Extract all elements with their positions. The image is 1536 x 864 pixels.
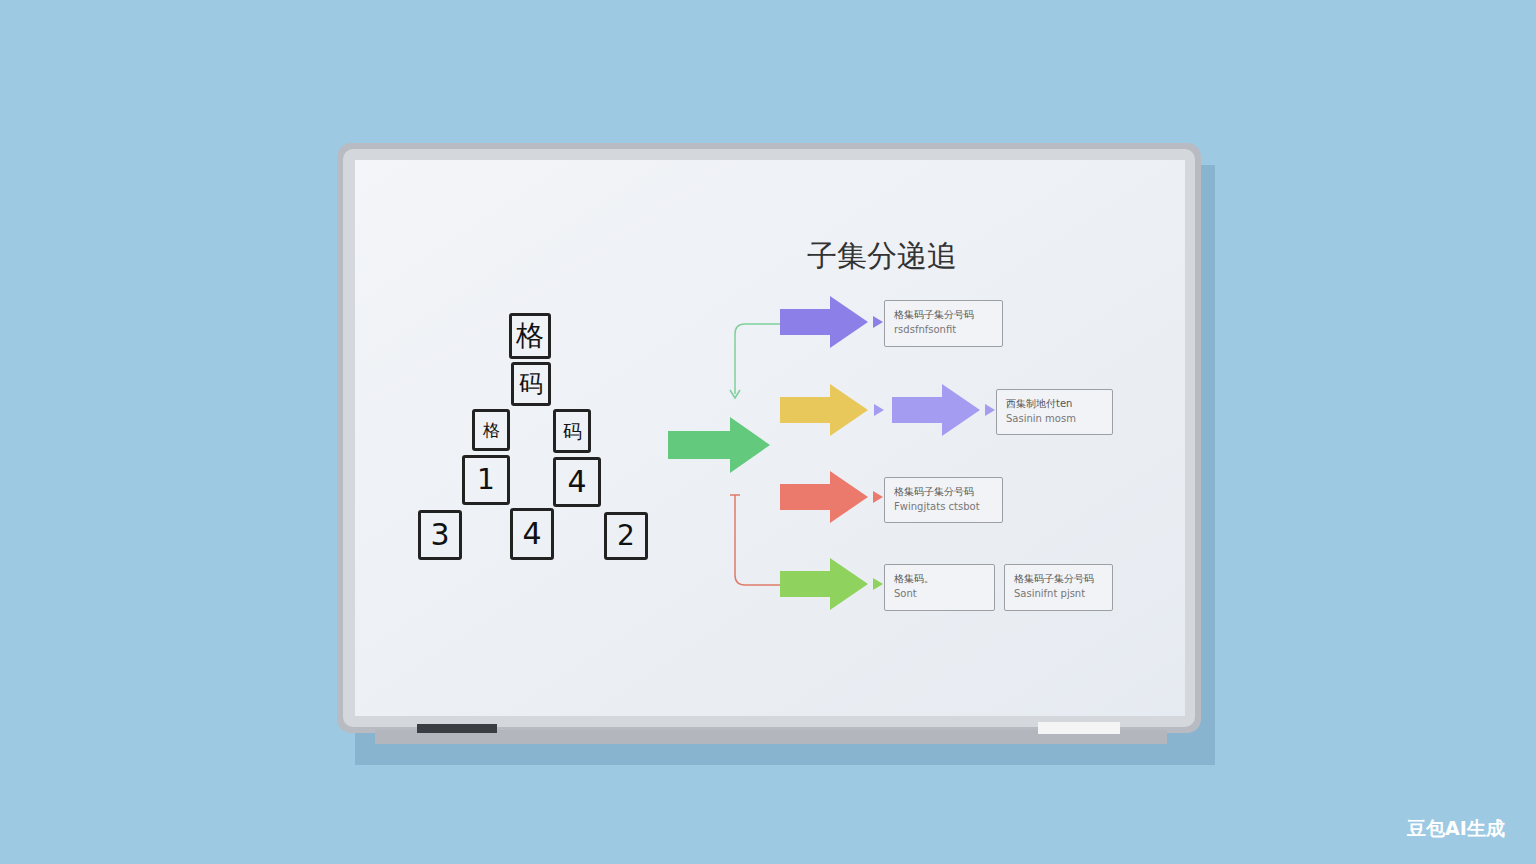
box-text: 4: [567, 467, 586, 497]
info-box: 格集码子集分号码rsdsfnfsonfit: [884, 300, 1003, 347]
leader-head: [730, 390, 740, 398]
block-arrow: [780, 384, 868, 436]
arrow-tip: [874, 404, 884, 416]
block-arrow: [780, 296, 868, 348]
leader-line: [730, 495, 780, 585]
box-text: Sont: [894, 586, 985, 601]
digit-block: 格: [472, 409, 510, 451]
box-text: Fwingjtats ctsbot: [894, 499, 993, 514]
digit-block: 1: [462, 455, 510, 505]
info-box: 西集制地付tenSasinin mosm: [996, 389, 1113, 435]
marker: [417, 724, 497, 733]
leader-line: [735, 324, 780, 394]
box-text: rsdsfnfsonfit: [894, 322, 993, 337]
watermark: 豆包AI生成: [1407, 816, 1505, 842]
box-text: Sasinin mosm: [1006, 411, 1103, 426]
box-text: 4: [522, 519, 541, 549]
box-text: 格: [516, 322, 544, 350]
block-arrow: [892, 384, 980, 436]
info-box: 格集码子集分号码Fwingjtats ctsbot: [884, 477, 1003, 523]
box-text: 格: [483, 422, 500, 439]
block-arrow: [668, 417, 770, 473]
board-frame: [337, 143, 1201, 733]
digit-block: 3: [418, 510, 462, 560]
box-text: 西集制地付ten: [1006, 396, 1103, 411]
digit-block: 4: [510, 508, 554, 560]
eraser: [1038, 722, 1120, 734]
arrow-tip: [873, 578, 883, 590]
digit-block: 码: [511, 362, 551, 406]
digit-block: 4: [553, 457, 601, 507]
info-box: 格集码。Sont: [884, 564, 995, 611]
info-box: 格集码子集分号码Sasinifnt pjsnt: [1004, 564, 1113, 611]
board-frame-inner: [343, 149, 1195, 727]
box-text: 码: [519, 372, 543, 396]
box-text: 2: [617, 522, 635, 550]
box-text: 格集码子集分号码: [894, 484, 993, 499]
digit-block: 格: [509, 313, 551, 359]
block-arrow: [780, 558, 868, 610]
block-arrow: [780, 471, 868, 523]
box-text: 1: [477, 466, 495, 494]
box-text: 3: [430, 520, 449, 550]
box-text: 格集码子集分号码: [1014, 571, 1103, 586]
digit-block: 2: [604, 512, 648, 560]
digit-block: 码: [553, 409, 591, 453]
box-text: 格集码子集分号码: [894, 307, 993, 322]
box-text: 格集码。: [894, 571, 985, 586]
arrow-tip: [873, 316, 883, 328]
box-text: 码: [563, 422, 582, 441]
arrow-tip: [873, 491, 883, 503]
arrow-tip: [985, 404, 995, 416]
board-surface: [355, 160, 1185, 716]
diagram-title: 子集分递追: [807, 236, 957, 277]
box-text: Sasinifnt pjsnt: [1014, 586, 1103, 601]
